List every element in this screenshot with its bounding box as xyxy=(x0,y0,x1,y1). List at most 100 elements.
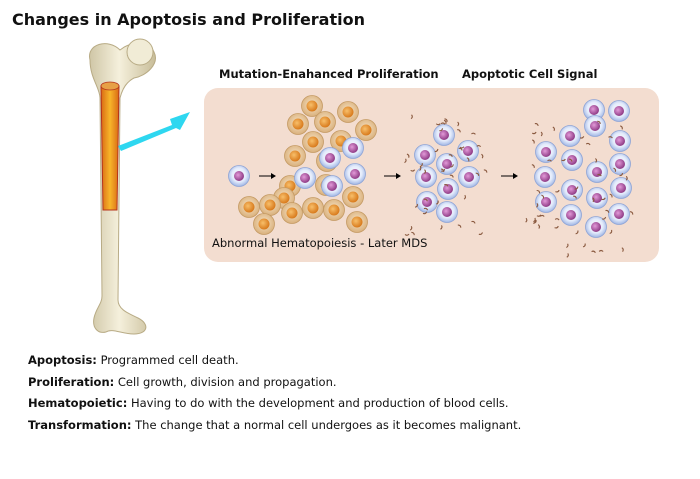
debris-fragment xyxy=(613,167,617,172)
abnormal-cell xyxy=(253,213,275,235)
normal-cell xyxy=(535,141,557,163)
debris-fragment xyxy=(598,249,604,252)
debris-fragment xyxy=(457,129,461,133)
normal-cell xyxy=(433,124,455,146)
flow-arrow xyxy=(259,173,276,179)
debris-fragment xyxy=(483,169,488,173)
debris-fragment xyxy=(457,224,462,228)
debris-fragment xyxy=(536,214,542,217)
debris-fragment xyxy=(540,131,543,137)
debris-fragment xyxy=(601,216,607,220)
abnormal-cell xyxy=(342,186,364,208)
normal-cell xyxy=(415,166,437,188)
debris-fragment xyxy=(471,220,476,224)
abnormal-cell xyxy=(301,95,323,117)
debris-fragment xyxy=(547,159,552,162)
normal-cell xyxy=(561,179,583,201)
debris-fragment xyxy=(410,114,413,120)
debris-fragment xyxy=(449,174,454,178)
debris-fragment xyxy=(605,209,610,213)
abnormal-cell xyxy=(238,196,260,218)
definition-hematopoietic: Hematopoietic: Having to do with the dev… xyxy=(28,393,521,415)
debris-fragment xyxy=(481,153,484,159)
debris-fragment xyxy=(536,189,541,194)
normal-cell xyxy=(414,144,436,166)
debris-fragment xyxy=(592,197,595,203)
abnormal-cell xyxy=(323,199,345,221)
page-title: Changes in Apoptosis and Proliferation xyxy=(12,10,365,29)
debris-fragment xyxy=(597,173,602,177)
definition-text: Having to do with the development and pr… xyxy=(130,396,509,410)
debris-fragment xyxy=(561,158,566,162)
abnormal-cell xyxy=(314,111,336,133)
debris-fragment xyxy=(585,142,591,146)
normal-cell xyxy=(586,161,608,183)
debris-fragment xyxy=(621,247,624,252)
normal-cell xyxy=(609,153,631,175)
normal-cell xyxy=(344,163,366,185)
debris-fragment xyxy=(435,123,441,126)
debris-fragment xyxy=(608,136,613,139)
normal-cell xyxy=(294,167,316,189)
debris-fragment xyxy=(591,250,596,254)
debris-fragment xyxy=(411,231,415,236)
debris-fragment xyxy=(476,144,482,148)
abnormal-cell xyxy=(346,211,368,233)
debris-fragment xyxy=(475,172,480,176)
debris-fragment xyxy=(629,211,634,215)
definition-text: Programmed cell death. xyxy=(100,353,239,367)
debris-fragment xyxy=(532,139,535,144)
abnormal-cell xyxy=(355,119,377,141)
debris-fragment xyxy=(466,157,470,162)
debris-fragment xyxy=(410,169,416,172)
definition-transformation: Transformation: The change that a normal… xyxy=(28,415,521,437)
definition-proliferation: Proliferation: Cell growth, division and… xyxy=(28,372,521,394)
debris-fragment xyxy=(444,118,448,122)
debris-fragment xyxy=(575,230,579,235)
normal-cell xyxy=(608,100,630,122)
definitions-list: Apoptosis: Programmed cell death. Prolif… xyxy=(28,350,521,436)
normal-cell xyxy=(586,187,608,209)
debris-fragment xyxy=(601,197,606,201)
abnormal-cell xyxy=(287,113,309,135)
debris-fragment xyxy=(619,125,623,130)
debris-fragment xyxy=(414,203,418,208)
panel-caption: Abnormal Hematopoiesis - Later MDS xyxy=(212,236,428,250)
normal-cell xyxy=(610,177,632,199)
debris-fragment xyxy=(573,195,577,199)
definition-term: Proliferation: xyxy=(28,374,115,389)
debris-fragment xyxy=(459,146,465,149)
debris-fragment xyxy=(568,158,573,162)
debris-fragment xyxy=(422,211,428,215)
normal-cell xyxy=(534,166,556,188)
normal-cell xyxy=(436,153,458,175)
debris-fragment xyxy=(441,168,445,173)
cells-layer xyxy=(228,95,632,238)
debris-fragment xyxy=(597,120,601,125)
normal-cell xyxy=(584,115,606,137)
flow-arrow xyxy=(501,173,518,179)
abnormal-cell xyxy=(337,101,359,123)
abnormal-cell xyxy=(302,131,324,153)
debris-fragment xyxy=(531,164,535,168)
apoptosis-panel-label: Apoptotic Cell Signal xyxy=(462,67,598,81)
definition-apoptosis: Apoptosis: Programmed cell death. xyxy=(28,350,521,372)
normal-cell xyxy=(228,165,250,187)
debris-fragment xyxy=(625,175,628,181)
normal-cell xyxy=(321,175,343,197)
definition-text: The change that a normal cell undergoes … xyxy=(135,417,522,432)
debris-fragment xyxy=(478,232,483,235)
debris-fragment xyxy=(552,126,555,132)
debris-fragment xyxy=(541,194,545,199)
definition-term: Hematopoietic: xyxy=(28,396,128,410)
debris-fragment xyxy=(566,253,569,258)
debris-fragment xyxy=(440,122,446,125)
debris-fragment xyxy=(439,128,444,132)
debris-fragment xyxy=(574,186,579,190)
debris-fragment xyxy=(440,225,443,230)
femur-bone xyxy=(89,38,156,335)
abnormal-cell xyxy=(259,194,281,216)
debris-fragment xyxy=(457,121,460,127)
debris-fragment xyxy=(525,217,528,223)
